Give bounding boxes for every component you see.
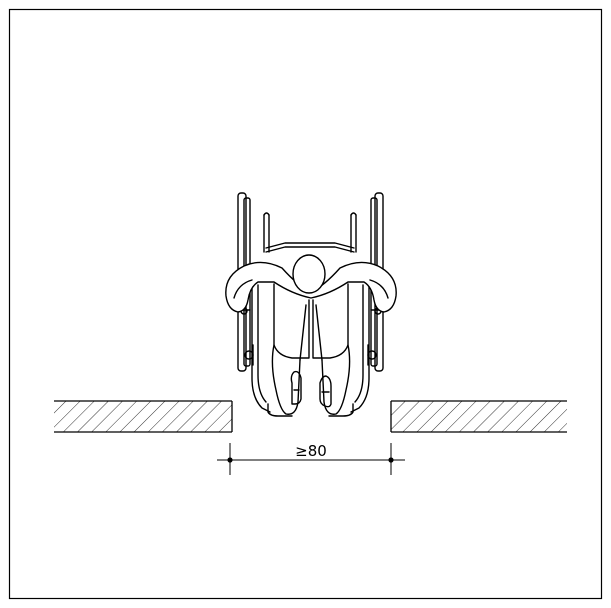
head [292, 254, 326, 294]
dimension-tick-left [227, 457, 233, 463]
dimension-line: ≥80 [217, 442, 405, 475]
dimension-label: ≥80 [295, 442, 327, 460]
wall-right [390, 400, 567, 433]
footrests [267, 403, 354, 417]
drawing-frame [8, 8, 603, 600]
dimension-tick-right [388, 457, 394, 463]
brake-levers [240, 307, 382, 366]
feet [290, 370, 332, 408]
left-leg [271, 344, 301, 415]
backrest-frame [263, 212, 357, 253]
seat-frame [251, 279, 370, 413]
wall-left [54, 400, 233, 433]
wheelchair-user-icon [225, 192, 397, 417]
right-leg [321, 344, 351, 415]
